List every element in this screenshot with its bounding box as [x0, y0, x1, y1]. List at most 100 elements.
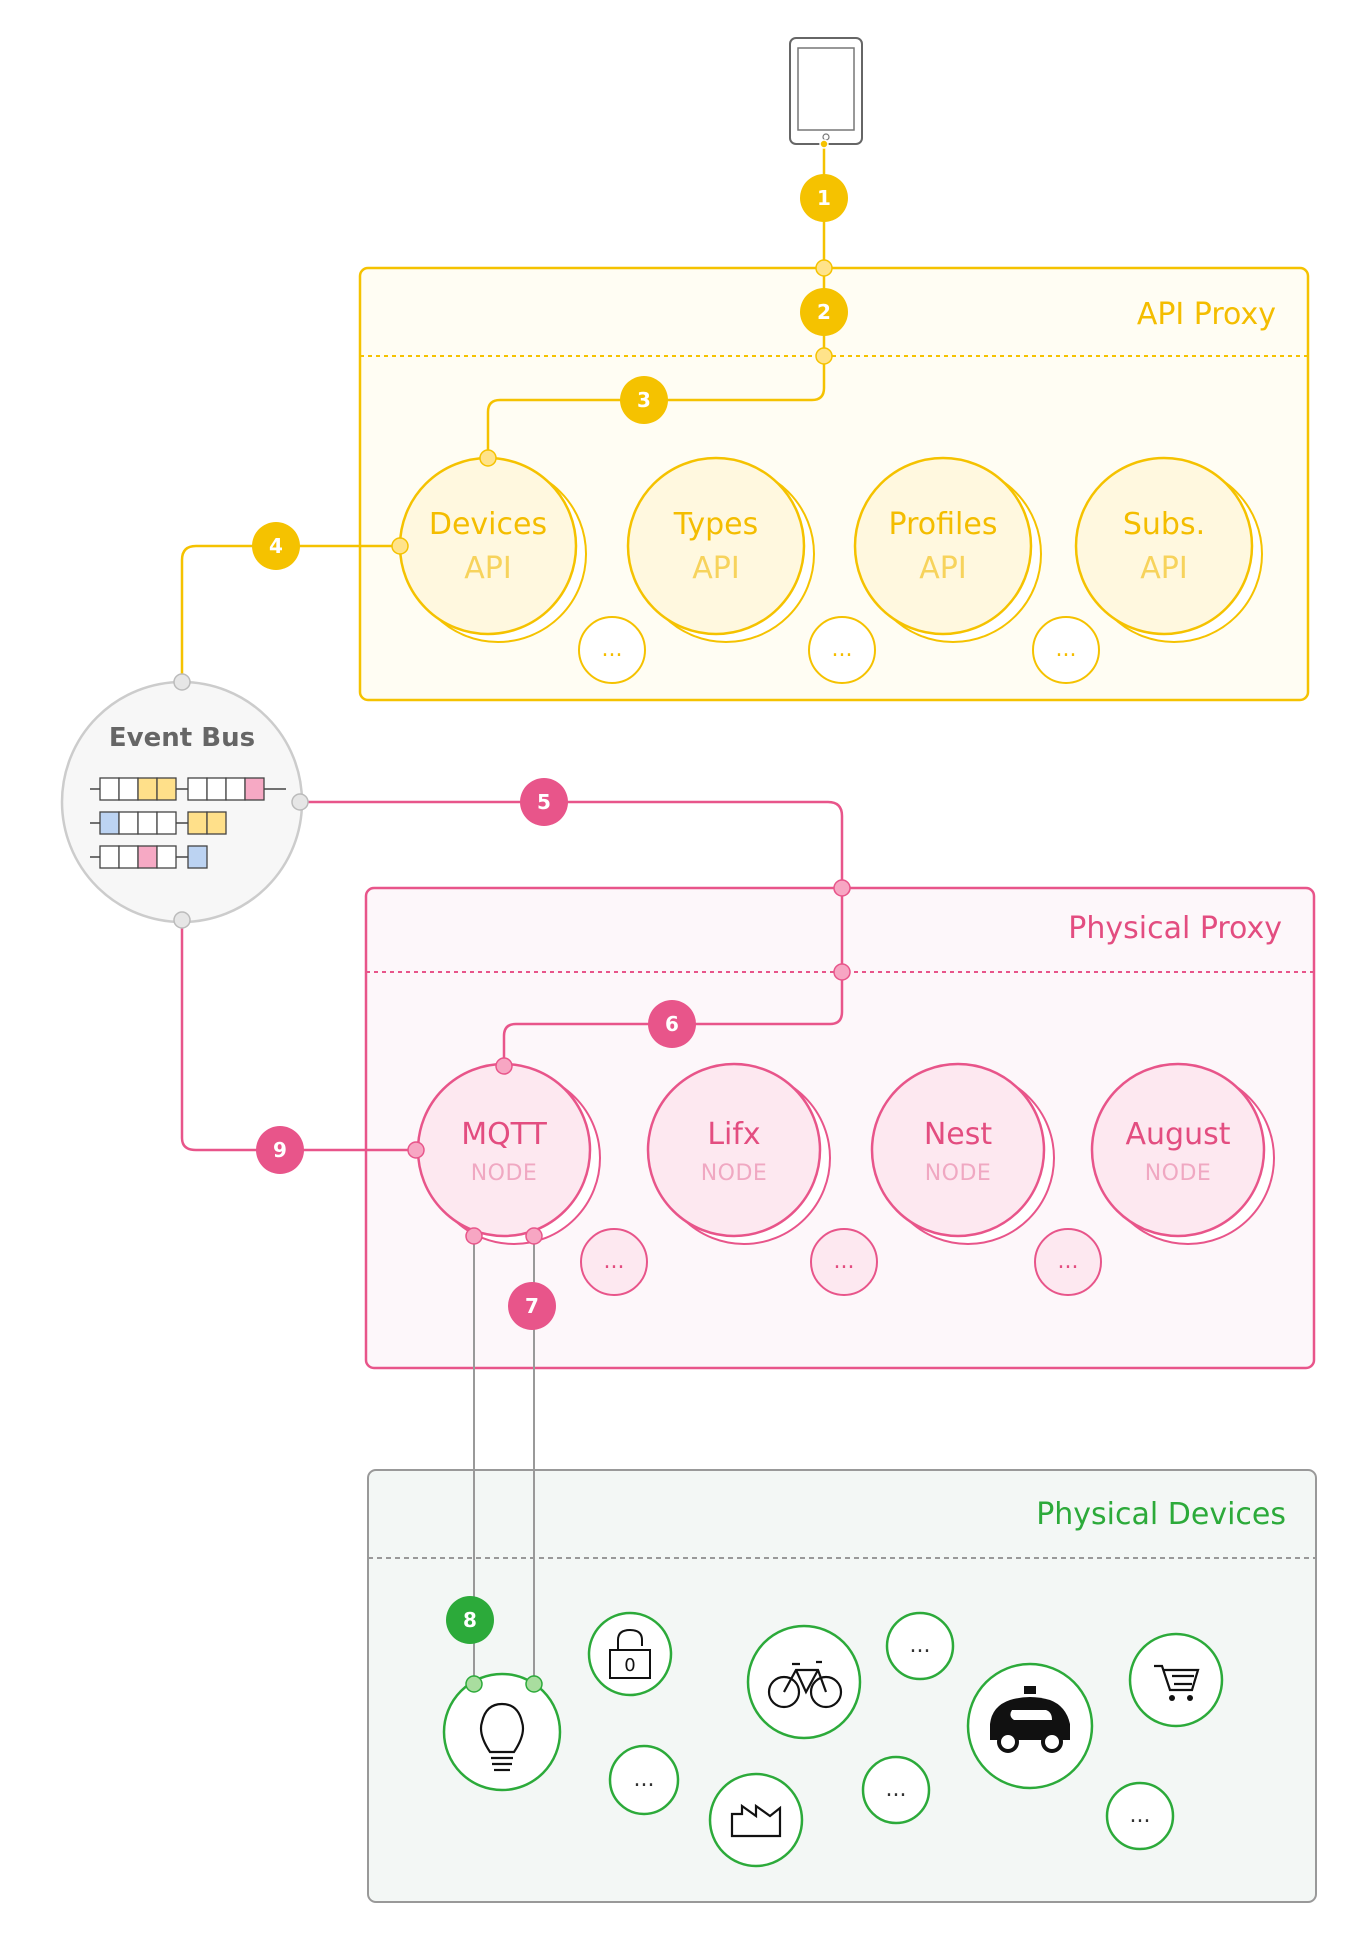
api-subs-circle[interactable]: Subs. API [1074, 456, 1263, 643]
device-more-button[interactable]: ... [885, 1611, 955, 1681]
device-lightbulb[interactable] [442, 1672, 562, 1792]
step-badge-9: 9 [256, 1126, 304, 1174]
device-more-button[interactable]: ... [861, 1755, 931, 1825]
queue-cell [137, 811, 158, 835]
api-sub-label: API [919, 551, 966, 586]
junction-dot [465, 1675, 483, 1693]
device-bicycle[interactable] [746, 1624, 862, 1740]
factory-icon [730, 1803, 782, 1838]
api-sub-label: API [692, 551, 739, 586]
api-proxy-panel [358, 266, 1310, 702]
ellipsis-label: ... [1056, 637, 1077, 662]
api-more-button[interactable]: ... [1032, 616, 1100, 684]
device-more-button[interactable]: ... [608, 1744, 680, 1816]
connector-devices-bus [180, 544, 400, 682]
ellipsis-label: ... [602, 637, 623, 662]
junction-dot [495, 1057, 513, 1075]
connector-mqtt-bus [180, 920, 416, 1152]
node-more-button[interactable]: ... [1034, 1228, 1102, 1296]
device-shopping-cart[interactable] [1128, 1632, 1224, 1728]
device-padlock[interactable]: 0 [587, 1611, 673, 1697]
queue-cell [99, 811, 120, 835]
queue-cell [187, 777, 208, 801]
node-name-label: Lifx [707, 1117, 760, 1152]
step-badge-2: 2 [800, 288, 848, 336]
physical-proxy-title: Physical Proxy [1068, 911, 1282, 946]
step-number: 9 [273, 1138, 287, 1162]
step-badge-5: 5 [520, 778, 568, 826]
queue-row [90, 811, 227, 835]
junction-dot [525, 1227, 543, 1245]
bicycle-icon [767, 1660, 843, 1709]
junction-dot [815, 347, 833, 365]
event-bus-title: Event Bus [109, 723, 255, 753]
queue-cell [156, 777, 177, 801]
car-icon [990, 1686, 1070, 1753]
queue-row [90, 845, 208, 869]
junction-dot [479, 449, 497, 467]
ellipsis-label: ... [1058, 1249, 1079, 1274]
step-badge-3: 3 [620, 376, 668, 424]
api-proxy-title: API Proxy [1137, 297, 1276, 332]
step-number: 6 [665, 1012, 679, 1036]
node-sub-label: NODE [701, 1161, 768, 1186]
api-more-button[interactable]: ... [578, 616, 646, 684]
node-more-button[interactable]: ... [810, 1228, 878, 1296]
queue-cell [244, 777, 265, 801]
api-name-label: Profiles [889, 507, 998, 542]
ellipsis-label: ... [834, 1249, 855, 1274]
step-number: 8 [463, 1608, 477, 1632]
queue-row [90, 777, 286, 801]
step-badge-8: 8 [446, 1596, 494, 1644]
junction-dot [173, 911, 191, 929]
api-sub-label: API [1140, 551, 1187, 586]
lightbulb-icon [479, 1702, 525, 1772]
queue-cell [118, 845, 139, 869]
tablet-icon [789, 37, 863, 145]
connector-bus-physical [300, 800, 844, 972]
device-car[interactable] [966, 1662, 1094, 1790]
junction-dot [391, 537, 409, 555]
queue-cell [137, 845, 158, 869]
ellipsis-label: ... [634, 1767, 655, 1792]
step-badges: 1 2 3 4 5 6 7 8 9 [252, 174, 848, 1644]
queue-cell [206, 811, 227, 835]
api-name-label: Subs. [1123, 507, 1205, 542]
ellipsis-label: ... [604, 1249, 625, 1274]
node-more-button[interactable]: ... [580, 1228, 648, 1296]
node-name-label: Nest [924, 1117, 993, 1152]
api-more-button[interactable]: ... [808, 616, 876, 684]
ellipsis-label: ... [1130, 1803, 1151, 1828]
device-circles: 0............ [442, 1611, 1224, 1868]
device-more-button[interactable]: ... [1105, 1781, 1175, 1851]
ellipsis-label: ... [910, 1633, 931, 1658]
junction-dot [833, 963, 851, 981]
node-sub-label: NODE [471, 1161, 538, 1186]
step-number: 4 [269, 534, 283, 558]
device-factory[interactable] [708, 1772, 804, 1868]
junction-dots [173, 139, 851, 1693]
node-name-label: August [1126, 1117, 1231, 1152]
node-sub-label: NODE [925, 1161, 992, 1186]
step-badge-1: 1 [800, 174, 848, 222]
queue-cell [137, 777, 158, 801]
node-circles: MQTTNODELifxNODENestNODEAugustNODE......… [416, 1062, 1275, 1296]
step-number: 3 [637, 388, 651, 412]
step-badge-6: 6 [648, 1000, 696, 1048]
api-name-label: Types [673, 507, 759, 542]
step-number: 7 [525, 1294, 539, 1318]
junction-dot [465, 1227, 483, 1245]
event-bus: Event Bus [60, 680, 304, 924]
junction-dot [407, 1141, 425, 1159]
queue-cell [99, 845, 120, 869]
step-number: 1 [817, 186, 831, 210]
